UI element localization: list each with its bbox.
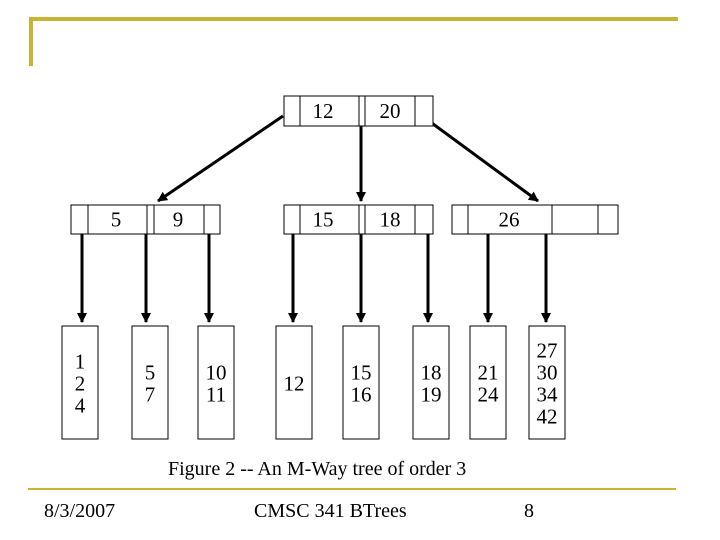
root-node-key: 20	[380, 99, 401, 123]
footer-date: 8/3/2007	[44, 500, 116, 522]
leaf-node-box	[342, 325, 380, 440]
leaf-node-4: 12	[275, 325, 313, 440]
leaf-value: 16	[351, 383, 372, 407]
leaf-node-box	[528, 325, 566, 440]
footer-title: CMSC 341 BTrees	[254, 500, 407, 522]
tree-edges	[77, 114, 551, 323]
footer-page-number: 8	[524, 500, 534, 522]
footer-divider	[28, 488, 676, 490]
internal-node-1-key: 9	[173, 208, 184, 232]
internal-node-2-key: 18	[380, 208, 401, 232]
leaf-node-box	[61, 325, 99, 440]
internal-node-3-box	[451, 204, 619, 235]
leaf-value: 1	[75, 350, 86, 374]
leaf-value: 21	[478, 361, 499, 385]
leaf-value: 42	[537, 405, 558, 429]
leaf-node-box	[469, 325, 507, 440]
leaf-value: 4	[75, 394, 86, 418]
leaf-node-box	[412, 325, 450, 440]
leaf-value: 18	[421, 361, 442, 385]
leaf-value: 27	[537, 339, 558, 363]
internal-node-2-key: 15	[313, 208, 334, 232]
root-node: 12 20	[283, 95, 434, 127]
internal-node-1-key: 5	[111, 208, 122, 232]
leaf-node-2: 57	[131, 325, 169, 440]
internal-node-3-key: 26	[499, 208, 520, 232]
leaf-value: 15	[351, 361, 372, 385]
leaf-value: 24	[478, 383, 500, 407]
leaf-value: 11	[206, 383, 226, 407]
accent-bar-left	[29, 17, 33, 66]
internal-node-3: 26	[451, 204, 619, 235]
edge-root-to-internal-3	[428, 119, 539, 203]
leaf-node-box	[131, 325, 169, 440]
leaf-value: 12	[284, 372, 305, 396]
leaf-value: 5	[145, 361, 156, 385]
internal-node-1-box	[70, 204, 221, 235]
leaf-value: 7	[145, 383, 156, 407]
figure-caption: Figure 2 -- An M-Way tree of order 3	[168, 458, 467, 480]
leaf-node-1: 124	[61, 325, 99, 440]
leaf-value: 19	[421, 383, 442, 407]
leaf-node-box	[197, 325, 235, 440]
leaf-value: 30	[537, 361, 558, 385]
edge-root-to-internal-1	[157, 114, 284, 203]
accent-bar-top	[31, 17, 678, 21]
leaf-value: 10	[206, 361, 227, 385]
leaf-value: 34	[537, 383, 559, 407]
leaf-value: 2	[75, 372, 86, 396]
leaf-node-box	[275, 325, 313, 440]
root-node-key: 12	[313, 99, 334, 123]
